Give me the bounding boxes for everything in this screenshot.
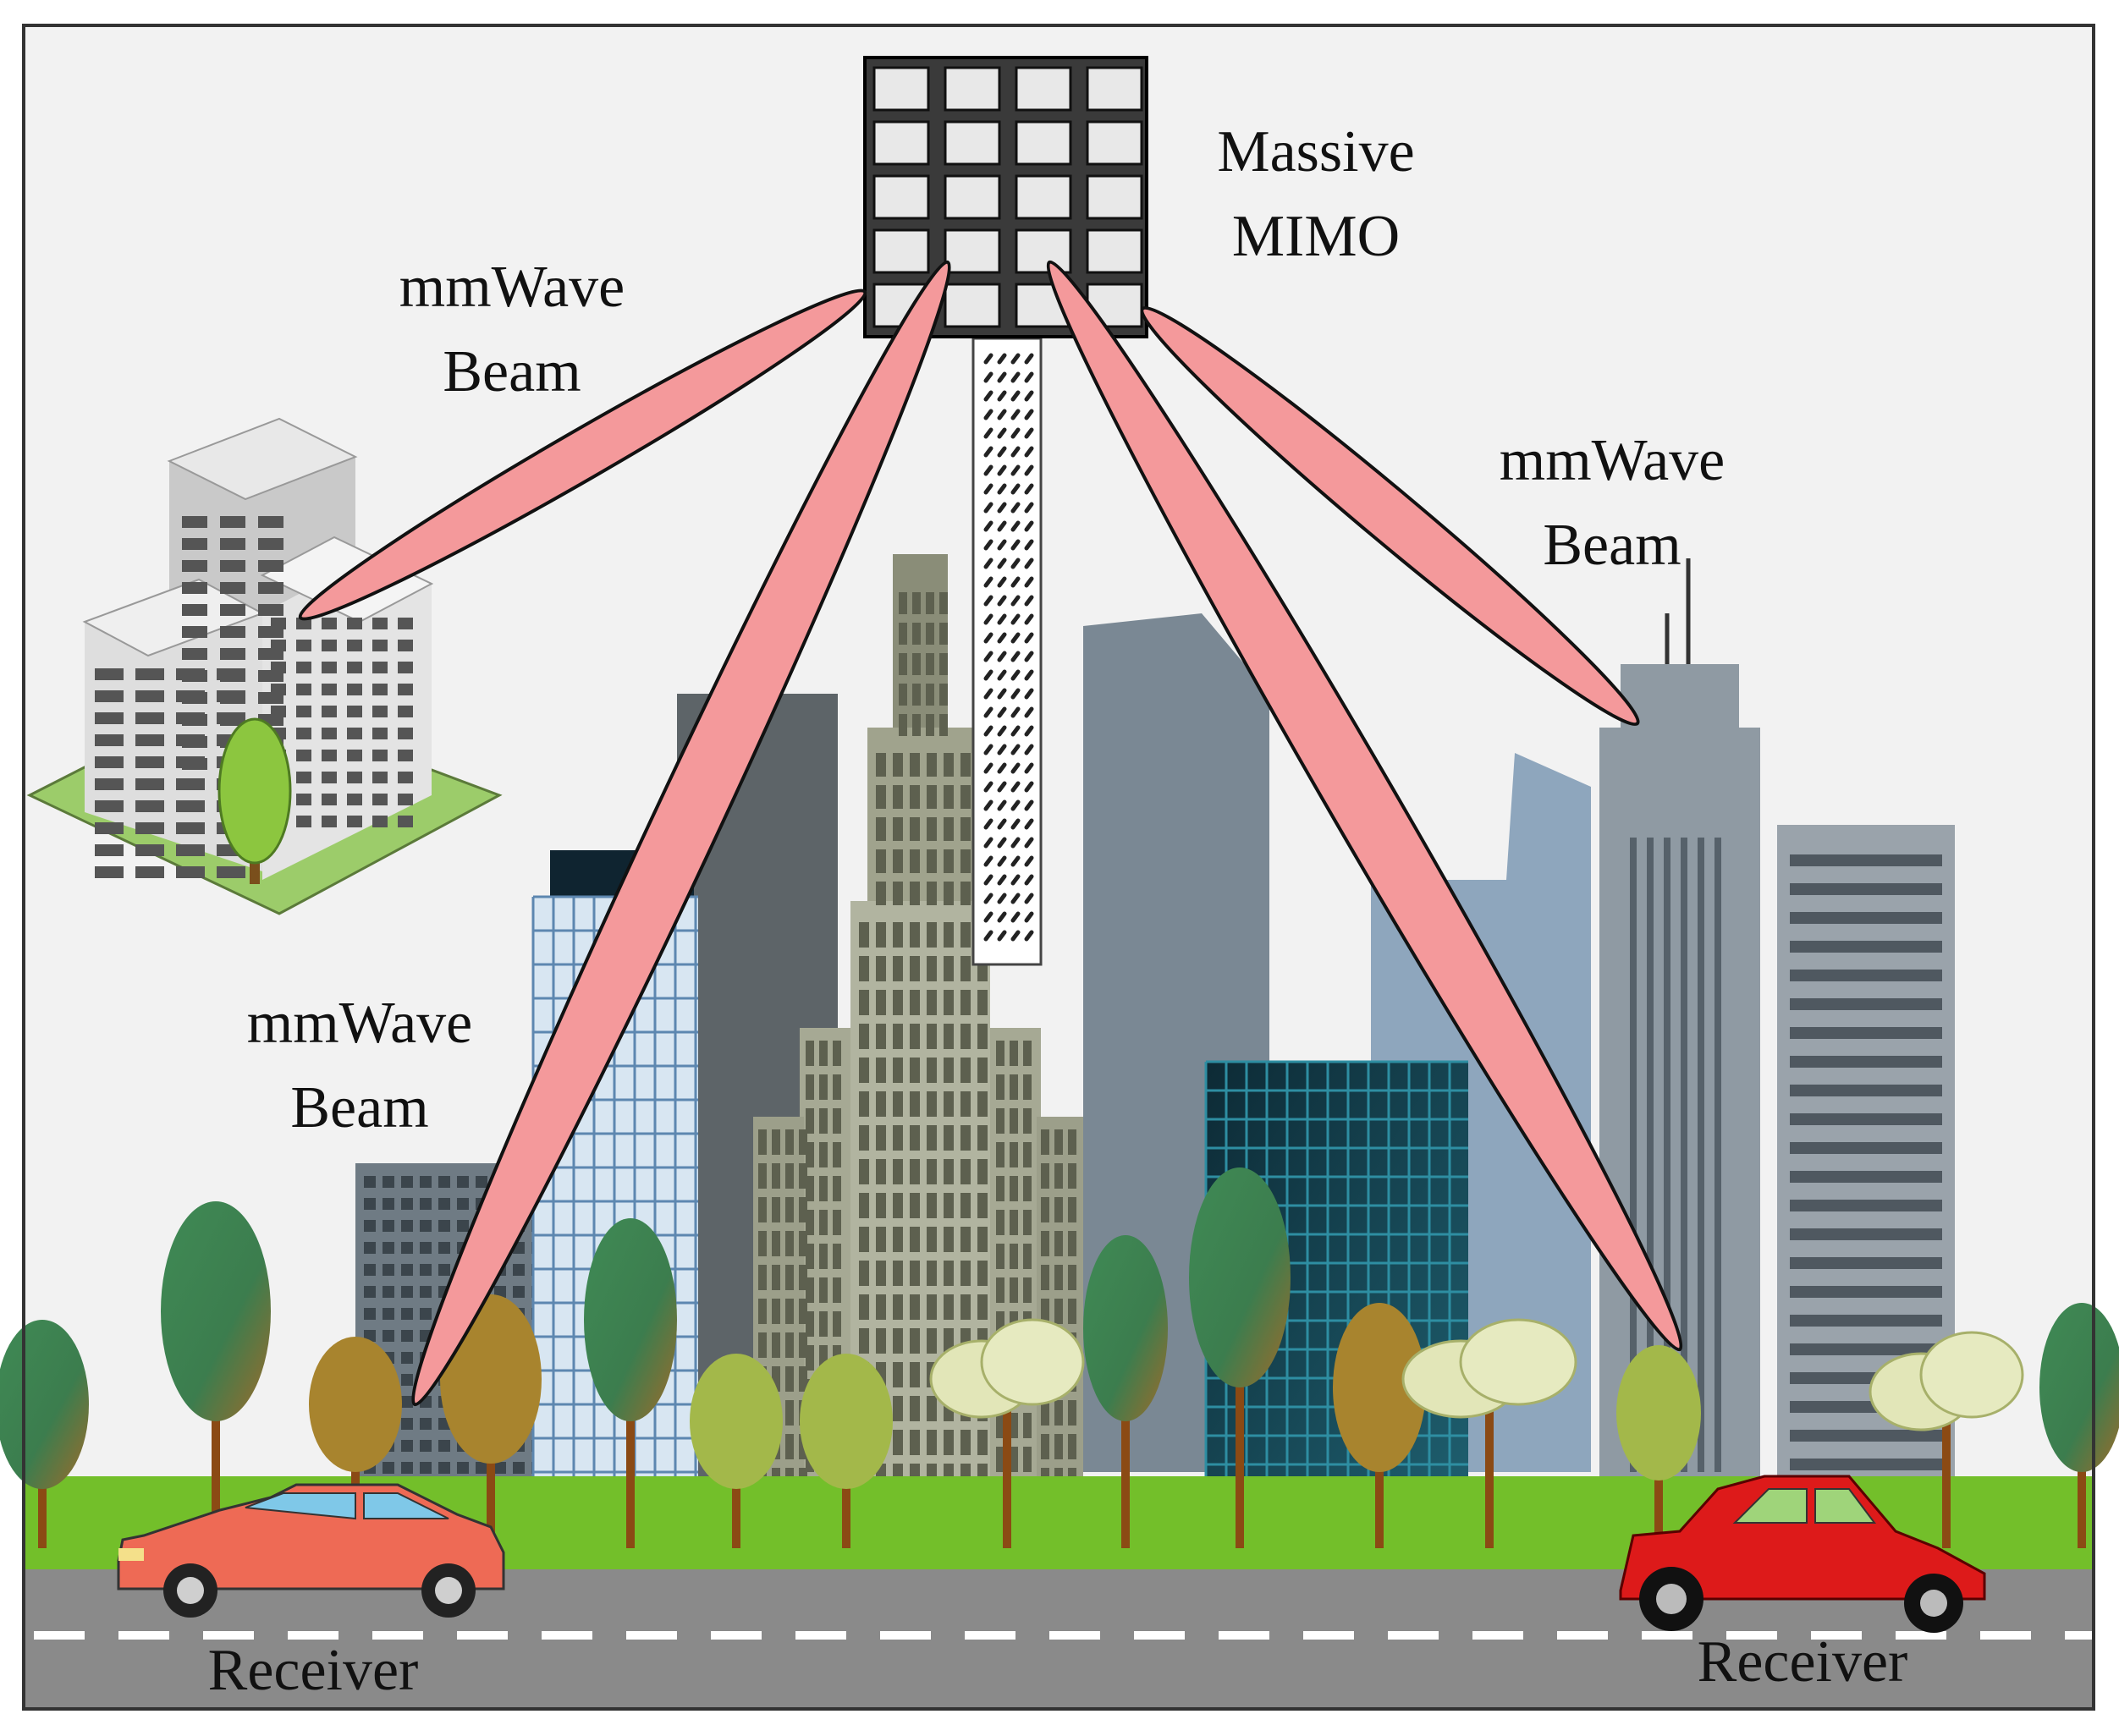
antenna-element [944,174,1001,220]
car-left [117,1483,505,1618]
label-beam-right: mmWave Beam [1464,419,1760,588]
beige-skyscraper [753,554,1083,1497]
tree-icon [1616,1345,1701,1548]
antenna-element [1015,174,1072,220]
tree-icon [1869,1331,2024,1548]
antenna-element [944,120,1001,166]
car-right [1619,1475,1986,1633]
label-beam-right-line1: mmWave [1499,428,1725,493]
office-building-icon [26,417,503,915]
tree-icon [800,1354,893,1548]
label-beam-left-bottom-line2: Beam [290,1075,429,1140]
label-beam-right-line2: Beam [1543,513,1681,578]
tree-row [0,1167,2119,1548]
tree-icon [584,1218,677,1548]
antenna-element [1015,66,1072,112]
label-massive-mimo: Massive MIMO [1176,110,1456,279]
tree-icon [161,1201,271,1548]
label-beam-left-top-line1: mmWave [399,255,625,320]
antenna-element [872,228,930,274]
mmwave-beam [298,288,867,621]
tree-icon [1083,1235,1168,1548]
antenna-element [944,228,1001,274]
tree-icon [690,1354,783,1548]
label-beam-left-top-line2: Beam [443,339,581,404]
antenna-element [1086,120,1143,166]
label-beam-left-bottom-line1: mmWave [246,991,473,1056]
tree-icon [1333,1303,1426,1548]
tree-icon [2039,1303,2119,1548]
antenna-element [872,66,930,112]
label-receiver-right: Receiver [1650,1620,1955,1705]
label-receiver-left-text: Receiver [207,1638,419,1703]
mmwave-beam [1046,260,1683,1352]
mmwave-beam [411,260,951,1407]
label-receiver-right-text: Receiver [1697,1629,1908,1695]
label-receiver-left: Receiver [161,1629,465,1713]
antenna-element [1086,228,1143,274]
antenna-element [872,120,930,166]
label-massive-mimo-line2: MIMO [1231,204,1401,269]
tower-icon [971,337,1043,966]
tree-icon [929,1318,1085,1548]
tree-icon [1401,1318,1577,1548]
label-beam-left-top: mmWave Beam [364,245,660,415]
antenna-element [1086,174,1143,220]
frame [22,24,2095,1711]
antenna-element [1015,228,1072,274]
antenna-element [872,174,930,220]
mmwave-beam [1140,305,1640,727]
tree-icon [217,717,292,884]
antenna-element [1086,66,1143,112]
massive-mimo-antenna-panel [863,56,1148,338]
antenna-element [944,66,1001,112]
label-massive-mimo-line1: Massive [1217,119,1415,184]
label-beam-left-bottom: mmWave Beam [212,981,508,1151]
beam-group [298,260,1683,1407]
antenna-element [944,283,1001,328]
tree-icon [1189,1167,1291,1548]
antenna-element [1015,120,1072,166]
